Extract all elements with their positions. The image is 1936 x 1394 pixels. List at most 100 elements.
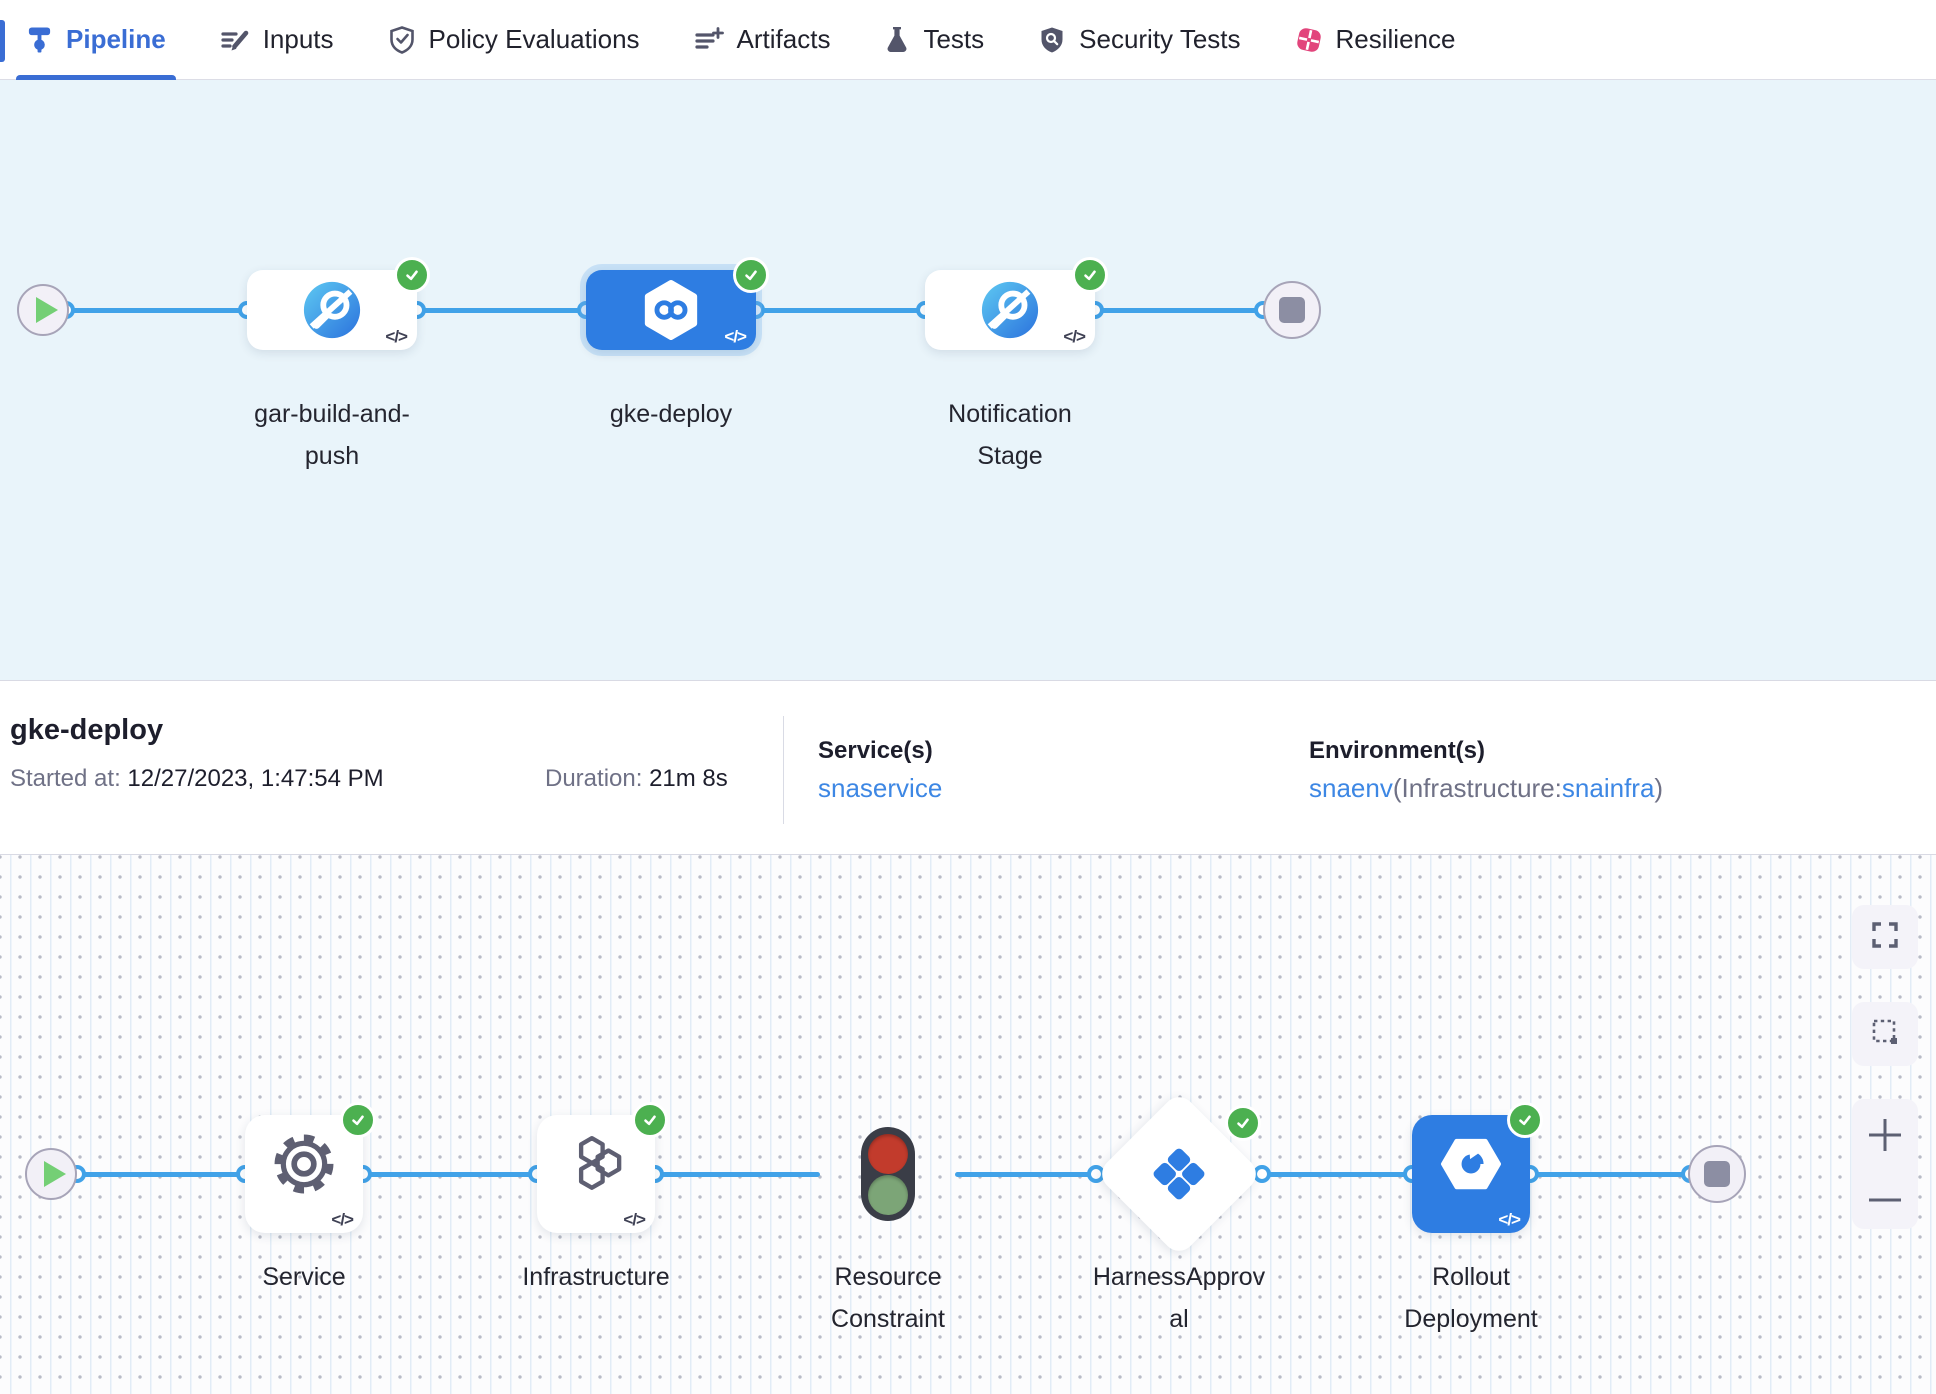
zoom-out-icon[interactable] <box>1866 1193 1904 1212</box>
tab-pipeline[interactable]: Pipeline <box>16 0 176 80</box>
environment-link[interactable]: snaenv <box>1309 773 1393 803</box>
started-at-label: Started at: <box>10 765 121 792</box>
infrastructure-link[interactable]: snainfra <box>1561 773 1655 803</box>
tab-label: Policy Evaluations <box>428 24 640 54</box>
execution-graph-canvas[interactable]: </> </> <box>0 855 1936 1394</box>
stage-summary-bar: gke-deploy Started at: 12/27/2023, 1:47:… <box>0 680 1936 855</box>
step-card-service[interactable]: </> <box>245 1102 376 1233</box>
label-line: push <box>304 442 360 470</box>
stage-card-notification-stage[interactable]: </> <box>925 257 1108 350</box>
security-tests-icon <box>1038 25 1066 55</box>
success-check-icon <box>1507 1102 1543 1138</box>
step-label: HarnessApprov al <box>1069 1256 1289 1340</box>
zoom-controls <box>1852 1099 1918 1229</box>
step-label: Rollout Deployment <box>1361 1256 1581 1340</box>
edge <box>1095 308 1263 313</box>
active-tab-edge-indicator <box>0 20 5 62</box>
marquee-select-button[interactable] <box>1852 1002 1918 1066</box>
label-line: Notification <box>948 400 1072 428</box>
stage-label: Notification Stage <box>900 393 1120 477</box>
label-line: HarnessApprov <box>1092 1263 1266 1291</box>
tab-label: Artifacts <box>736 24 831 54</box>
step-card-rollout-deployment[interactable]: </> <box>1412 1102 1543 1233</box>
deploy-stage-icon <box>640 279 702 346</box>
stop-icon <box>1279 297 1305 323</box>
edge <box>1530 1172 1690 1177</box>
step-label: Service <box>194 1256 414 1298</box>
edge <box>955 1172 1096 1177</box>
code-view-icon: </> <box>331 1210 354 1229</box>
stage-graph-canvas[interactable]: </> </> </> gar-build-and- push <box>0 80 1936 680</box>
stage-label: gar-build-and- push <box>222 393 442 477</box>
started-at: Started at: 12/27/2023, 1:47:54 PM <box>10 765 384 793</box>
rollout-icon <box>1440 1133 1502 1200</box>
tab-inputs[interactable]: Inputs <box>220 0 334 80</box>
gear-icon <box>273 1133 335 1200</box>
tab-label: Tests <box>923 24 985 54</box>
environments-heading: Environment(s) <box>1309 737 1486 764</box>
stage-label: gke-deploy <box>561 393 781 435</box>
success-check-icon <box>1225 1105 1261 1141</box>
end-node <box>1263 281 1321 339</box>
duration: Duration: 21m 8s <box>545 765 728 793</box>
edge <box>363 1172 537 1177</box>
step-card-infrastructure[interactable]: </> <box>537 1102 668 1233</box>
execution-tab-bar: Pipeline Inputs Policy Evaluations Artif… <box>0 0 1936 80</box>
label-line: Deployment <box>1404 1305 1538 1333</box>
hexagons-icon <box>565 1133 627 1200</box>
tab-label: Security Tests <box>1079 24 1241 54</box>
success-check-icon <box>340 1102 376 1138</box>
label-line: Stage <box>977 442 1043 470</box>
duration-label: Duration: <box>545 765 643 792</box>
label-line: Rollout <box>1432 1263 1510 1291</box>
label-line: Infrastructure <box>522 1263 670 1291</box>
stage-card-gar-build-and-push[interactable]: </> <box>247 257 430 350</box>
traffic-light-green <box>868 1175 908 1215</box>
label-line: al <box>1169 1305 1189 1333</box>
step-resource-constraint[interactable] <box>861 1127 915 1221</box>
success-check-icon <box>632 1102 668 1138</box>
tab-resilience[interactable]: Resilience <box>1295 0 1455 80</box>
zoom-in-icon[interactable] <box>1866 1116 1904 1159</box>
tab-label: Pipeline <box>66 24 166 54</box>
edge <box>77 1172 245 1177</box>
custom-stage-icon <box>301 279 363 346</box>
start-node <box>17 284 69 336</box>
stage-card-gke-deploy[interactable]: </> <box>586 257 769 350</box>
tab-tests[interactable]: Tests <box>884 0 984 80</box>
edge <box>1262 1172 1412 1177</box>
tab-artifacts[interactable]: Artifacts <box>694 0 831 80</box>
code-view-icon: </> <box>385 327 408 346</box>
step-label: Resource Constraint <box>778 1256 998 1340</box>
inputs-icon <box>220 26 250 54</box>
play-icon <box>35 297 58 323</box>
tab-security-tests[interactable]: Security Tests <box>1038 0 1241 80</box>
custom-stage-icon <box>979 279 1041 346</box>
tab-policy-evaluations[interactable]: Policy Evaluations <box>388 0 640 80</box>
service-link[interactable]: snaservice <box>818 773 943 803</box>
label-line: gke-deploy <box>609 400 733 428</box>
tab-label: Inputs <box>262 24 334 54</box>
code-view-icon: </> <box>1498 1210 1521 1229</box>
success-check-icon <box>394 257 430 293</box>
duration-value: 21m 8s <box>649 765 728 792</box>
marquee-select-icon <box>1870 1017 1900 1052</box>
end-node <box>1688 1145 1746 1203</box>
environment-link-row: snaenv(Infrastructure:snainfra) <box>1309 773 1663 804</box>
label-line: Constraint <box>831 1305 945 1333</box>
edge <box>756 308 925 313</box>
started-at-value: 12/27/2023, 1:47:54 PM <box>127 765 384 792</box>
label-line: Service <box>262 1263 346 1291</box>
code-view-icon: </> <box>724 327 747 346</box>
edge <box>417 308 586 313</box>
approval-icon <box>1151 1146 1207 1207</box>
divider <box>783 716 784 824</box>
fullscreen-button[interactable] <box>1852 905 1918 969</box>
active-tab-underline <box>16 74 176 80</box>
fullscreen-icon <box>1870 920 1900 955</box>
edge <box>655 1172 820 1177</box>
service-link-row: snaservice <box>818 773 942 804</box>
code-view-icon: </> <box>1063 327 1086 346</box>
play-icon <box>43 1161 66 1187</box>
